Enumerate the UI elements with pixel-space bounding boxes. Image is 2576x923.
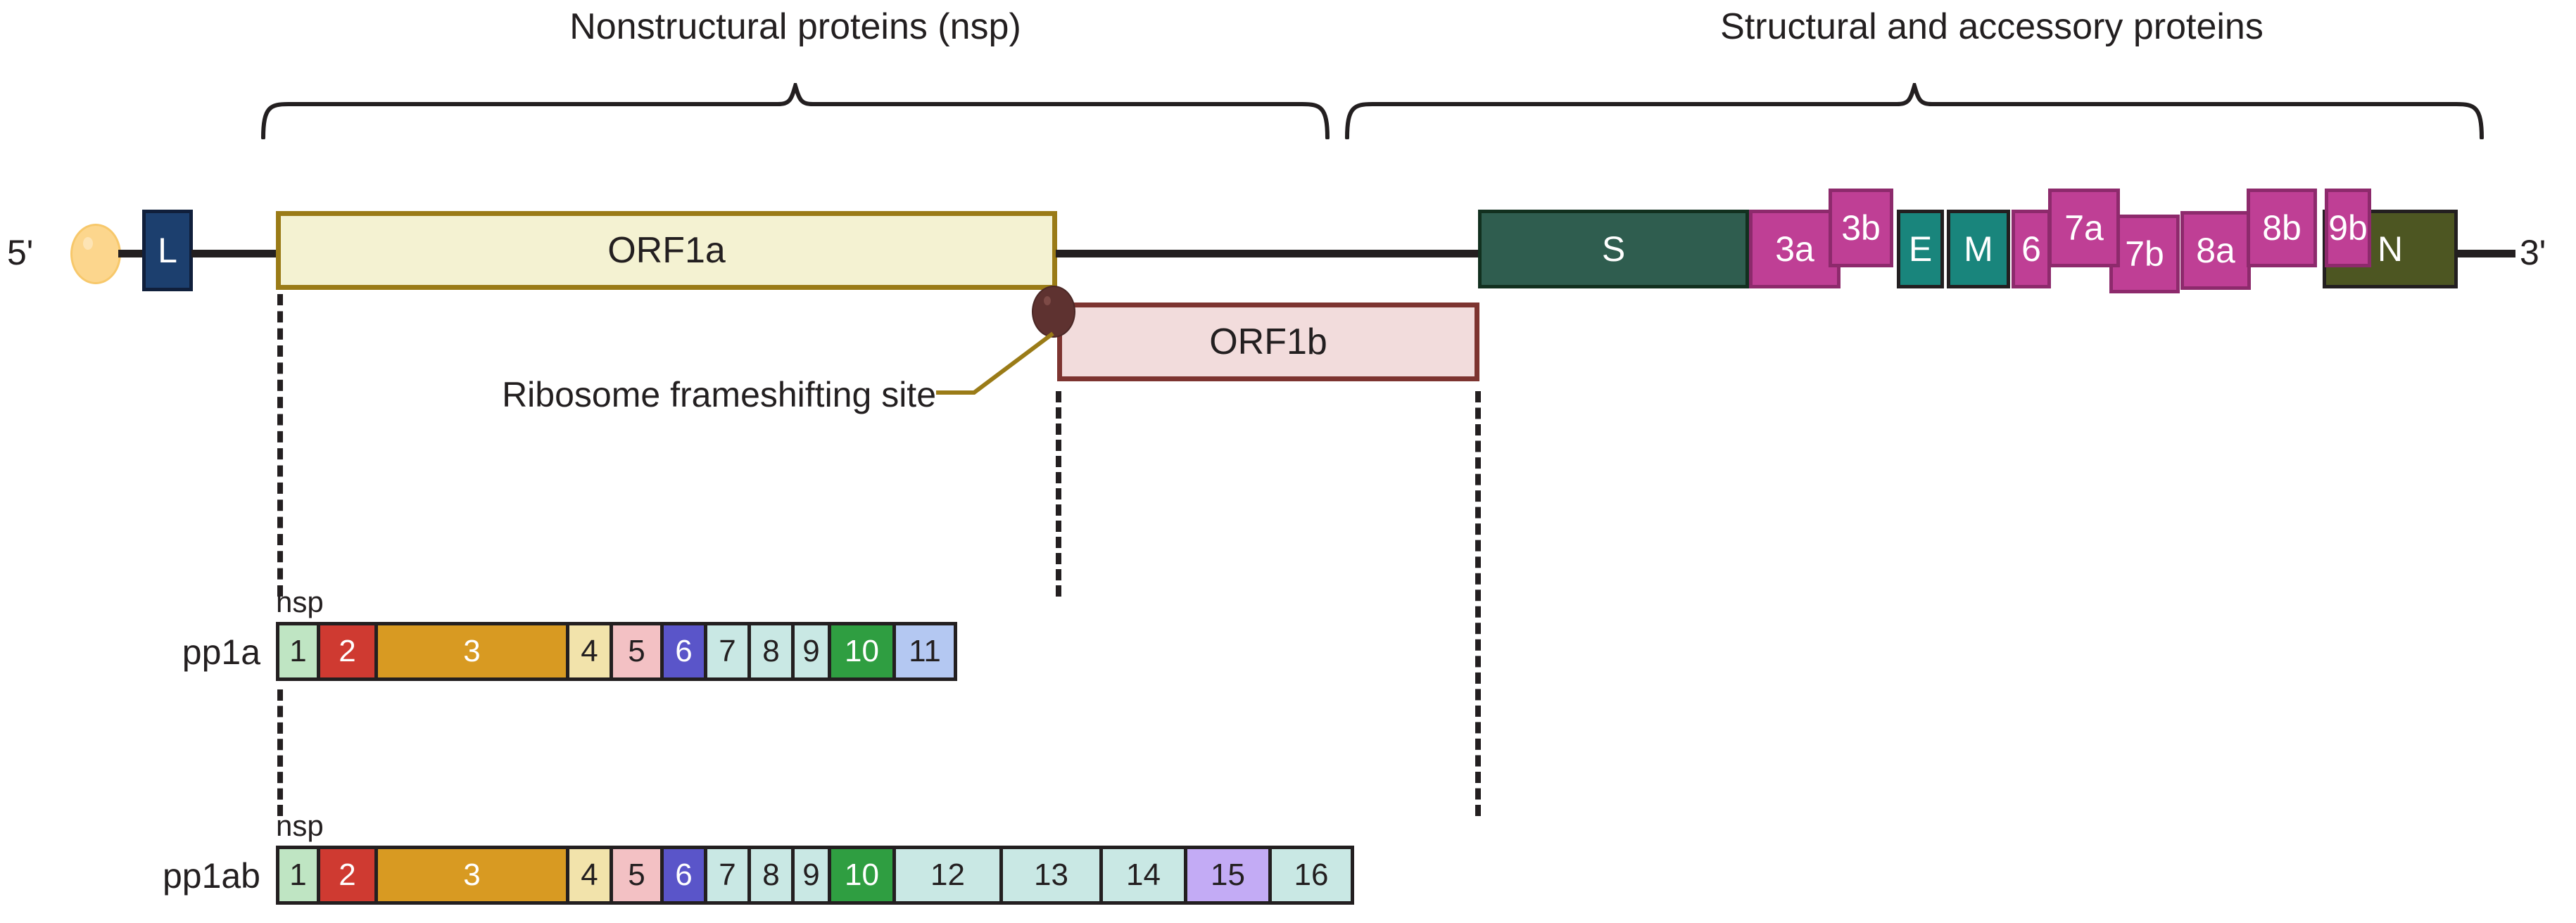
nsp-segment-5: 5 — [613, 625, 664, 677]
gene-box-8a: 8a — [2180, 211, 2251, 290]
nsp-segment-14: 14 — [1103, 849, 1187, 901]
nsp-segment-10: 10 — [831, 625, 896, 677]
dashed-guide-pp1ab-left — [277, 689, 283, 816]
gene-box-8b: 8b — [2247, 189, 2317, 267]
five-prime-cap-icon — [70, 224, 121, 284]
pp1a-nsp-caption: nsp — [276, 585, 324, 618]
backbone-n-to-three-prime — [2454, 250, 2515, 257]
gene-box-3b: 3b — [1829, 189, 1893, 267]
gene-box-m: M — [1947, 210, 2010, 288]
nsp-segment-9: 9 — [795, 625, 831, 677]
nsp-segment-6: 6 — [664, 849, 707, 901]
gene-box-e: E — [1897, 210, 1944, 288]
brace-nonstructural — [261, 83, 1330, 139]
brace-structural — [1345, 83, 2484, 139]
backbone-orf1a-to-spike — [1056, 250, 1484, 257]
nsp-segment-4: 4 — [569, 849, 613, 901]
pp1a-label: pp1a — [182, 632, 260, 672]
pp1ab-label: pp1ab — [162, 856, 260, 896]
gene-box-7b: 7b — [2109, 215, 2180, 293]
nsp-segment-5: 5 — [613, 849, 664, 901]
orf1b-box: ORF1b — [1057, 303, 1479, 381]
header-structural: Structural and accessory proteins — [1720, 6, 2264, 47]
leader-sequence-box: L — [142, 210, 193, 291]
nsp-segment-8: 8 — [751, 849, 795, 901]
nsp-segment-7: 7 — [707, 625, 751, 677]
header-nonstructural: Nonstructural proteins (nsp) — [569, 6, 1021, 47]
nsp-segment-15: 15 — [1187, 849, 1272, 901]
nsp-segment-10: 10 — [831, 849, 896, 901]
gene-box-9b: 9b — [2325, 189, 2371, 267]
nsp-segment-9: 9 — [795, 849, 831, 901]
nsp-segment-2: 2 — [320, 625, 378, 677]
nsp-segment-8: 8 — [751, 625, 795, 677]
backbone-cap-to-leader — [118, 250, 144, 257]
nsp-segment-3: 3 — [378, 625, 569, 677]
pp1ab-nsp-caption: nsp — [276, 809, 324, 842]
nsp-segment-16: 16 — [1272, 849, 1351, 901]
nsp-segment-1: 1 — [279, 625, 320, 677]
gene-box-7a: 7a — [2048, 189, 2120, 267]
gene-box-3a: 3a — [1749, 210, 1841, 288]
frameshift-leader-line — [936, 331, 1054, 395]
five-prime-label: 5' — [7, 233, 34, 272]
nsp-segment-4: 4 — [569, 625, 613, 677]
nsp-segment-11: 11 — [896, 625, 954, 677]
gene-box-s: S — [1478, 210, 1749, 288]
nsp-segment-13: 13 — [1003, 849, 1103, 901]
dashed-guide-orf1b-end — [1475, 391, 1481, 816]
ribosome-frameshift-knob-icon — [1032, 286, 1075, 338]
three-prime-label: 3' — [2520, 233, 2546, 272]
nsp-segment-2: 2 — [320, 849, 378, 901]
nsp-segment-12: 12 — [896, 849, 1003, 901]
nsp-segment-1: 1 — [279, 849, 320, 901]
nsp-segment-3: 3 — [378, 849, 569, 901]
nsp-segment-6: 6 — [664, 625, 707, 677]
dashed-guide-frameshift — [1056, 391, 1061, 597]
orf1a-box: ORF1a — [276, 211, 1057, 290]
nsp-segment-7: 7 — [707, 849, 751, 901]
backbone-leader-to-orf1a — [191, 250, 280, 257]
dashed-guide-orf1a-start — [277, 294, 283, 597]
gene-box-6: 6 — [2012, 210, 2051, 288]
frameshift-site-label: Ribosome frameshifting site — [502, 375, 936, 414]
